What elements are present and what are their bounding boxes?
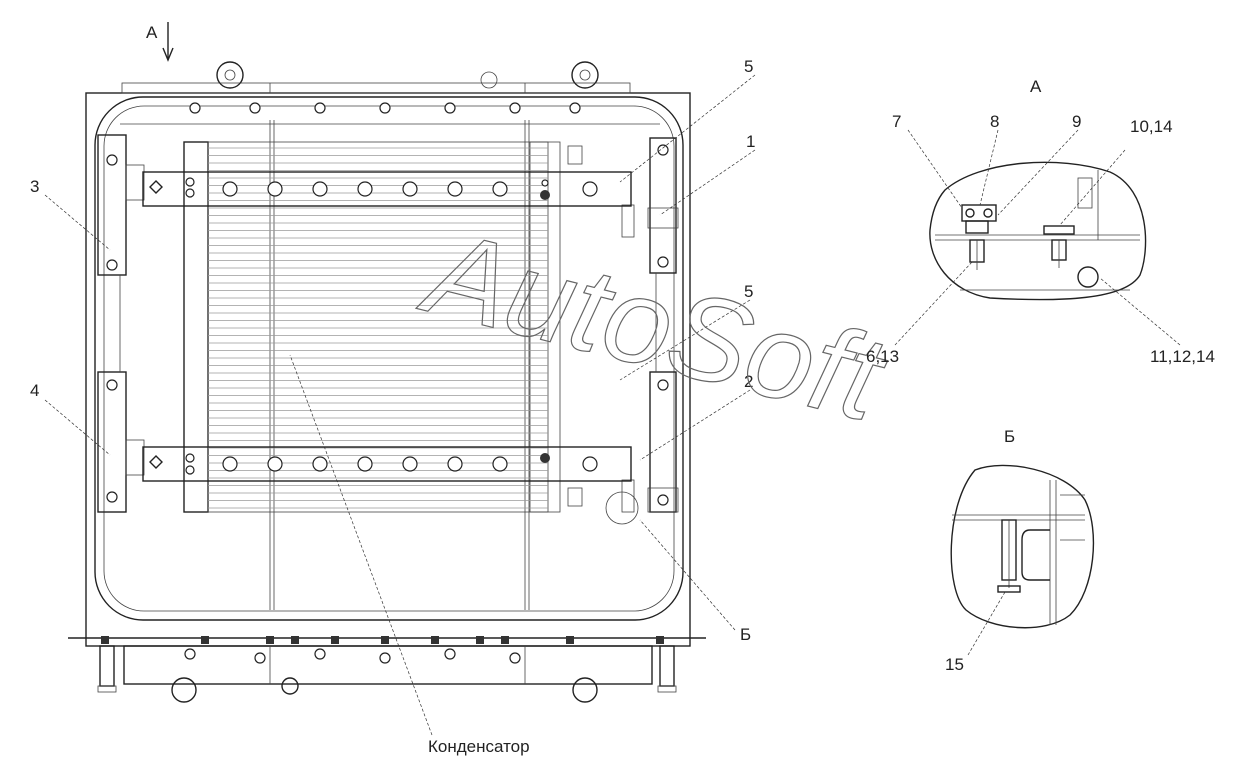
lifting-eye-top-right xyxy=(571,61,599,89)
bracket-3 xyxy=(97,134,145,276)
callout-5-mid: 5 xyxy=(744,282,753,301)
mounting-bar-top xyxy=(142,171,632,207)
callout-11-12-14: 11,12,14 xyxy=(1150,347,1215,366)
watermark-text: AutoSoft xyxy=(410,204,899,448)
callout-8: 8 xyxy=(990,112,999,131)
bracket-right-top xyxy=(647,137,679,274)
detail-b-outline xyxy=(950,464,1095,629)
bracket-right-bottom xyxy=(647,371,679,513)
condenser-label: Конденсатор xyxy=(428,737,530,756)
callout-1: 1 xyxy=(746,132,755,151)
condenser-core xyxy=(183,141,561,513)
callout-5-top: 5 xyxy=(744,57,753,76)
detail-a: А 7 8 9 10,14 6,13 11,12,14 xyxy=(866,77,1215,366)
callout-9: 9 xyxy=(1072,112,1081,131)
feet xyxy=(97,645,677,693)
pipe-top xyxy=(621,204,635,238)
top-bolt-row xyxy=(189,102,581,114)
lifting-eye-top-left xyxy=(216,61,244,89)
callout-4: 4 xyxy=(30,381,39,400)
top-rail xyxy=(121,82,631,94)
view-arrow-label: А xyxy=(146,23,158,42)
bottom-bolt-row xyxy=(101,636,664,644)
lifting-eyes-bottom xyxy=(171,677,598,703)
detail-a-clamp xyxy=(961,204,997,270)
fitting-top xyxy=(567,145,583,165)
detail-b-marker xyxy=(605,491,639,525)
callout-7: 7 xyxy=(892,112,901,131)
lifting-eye-top-center xyxy=(480,71,498,89)
callout-15: 15 xyxy=(945,655,964,674)
callout-10-14: 10,14 xyxy=(1130,117,1173,136)
detail-b: Б 15 xyxy=(945,427,1095,674)
condenser-fins xyxy=(208,147,548,509)
callout-6-13: 6,13 xyxy=(866,347,899,366)
detail-b-title: Б xyxy=(1004,427,1015,446)
callout-2: 2 xyxy=(744,372,753,391)
wing-nut-top xyxy=(149,180,163,194)
base-rail xyxy=(123,645,653,685)
wing-nut-bottom xyxy=(149,455,163,469)
bracket-4 xyxy=(97,371,145,513)
detail-b-bracket xyxy=(1021,529,1050,581)
fitting-bottom xyxy=(567,487,583,507)
detail-b-nut xyxy=(997,585,1021,593)
main-assembly: А xyxy=(30,22,755,756)
callout-3: 3 xyxy=(30,177,39,196)
pipe-bottom xyxy=(621,479,635,513)
detail-a-outline xyxy=(929,161,1147,301)
detail-a-bolt xyxy=(1043,225,1075,268)
detail-a-title: А xyxy=(1030,77,1042,96)
callout-b-main: Б xyxy=(740,625,751,644)
mounting-bar-bottom xyxy=(142,446,632,482)
view-arrow-head xyxy=(162,47,174,62)
